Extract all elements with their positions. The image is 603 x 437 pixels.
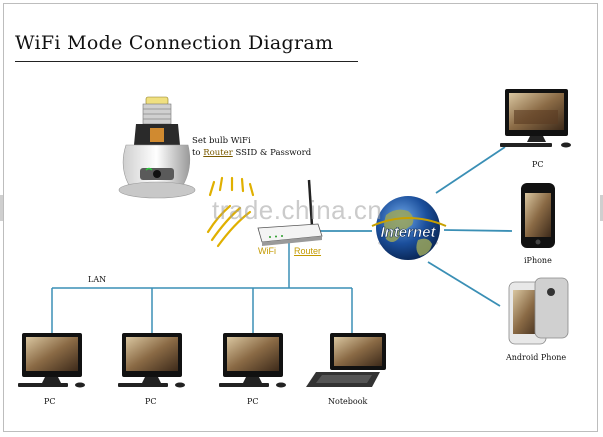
bulb-note-prefix: to xyxy=(192,148,204,158)
internet-pc-link xyxy=(435,146,506,194)
bulb-camera-icon xyxy=(118,96,196,199)
lan-pc-1-label: PC xyxy=(44,397,56,406)
remote-pc-label: PC xyxy=(532,160,544,169)
bulb-note-line2: to Router SSID & Password xyxy=(192,147,311,159)
diagram-title: WiFi Mode Connection Diagram xyxy=(15,32,334,54)
internet-android-link xyxy=(427,261,501,307)
lan-pc-1-icon xyxy=(18,333,85,388)
lan-links xyxy=(51,239,353,333)
watermark-text: trade.china.cn xyxy=(212,195,383,225)
internet-label: Internet xyxy=(380,224,436,241)
remote-pc-icon xyxy=(500,89,571,148)
lan-notebook-icon xyxy=(306,333,386,387)
bulb-note-line1: Set bulb WiFi xyxy=(192,136,251,146)
internet-globe-icon: Internet xyxy=(371,196,447,260)
wifi-waves-icon xyxy=(206,176,255,248)
bulb-note-suffix: SSID & Password xyxy=(232,148,312,158)
lan-notebook-label: Notebook xyxy=(328,397,368,406)
left-edge-mark xyxy=(0,195,3,221)
lan-pc-3-icon xyxy=(219,333,286,388)
title-underline xyxy=(15,61,358,62)
internet-links xyxy=(318,146,513,307)
android-phone-icon xyxy=(508,277,569,345)
lan-pc-2-icon xyxy=(118,333,185,388)
lan-pc-2-label: PC xyxy=(145,397,157,406)
bulb-note-router: Router xyxy=(203,148,233,158)
router-name-label: Router xyxy=(294,246,322,256)
iphone-label: iPhone xyxy=(524,256,552,265)
android-phone-label: Android Phone xyxy=(506,353,567,362)
internet-iphone-link xyxy=(443,229,513,232)
diagram-frame xyxy=(3,3,598,432)
iphone-icon xyxy=(521,183,555,248)
router-icon xyxy=(257,179,323,246)
lan-pc-3-label: PC xyxy=(247,397,259,406)
router-wifi-label: WiFi xyxy=(258,246,276,256)
bulb-setup-note: Set bulb WiFi to Router SSID & Password xyxy=(192,135,311,159)
lan-label: LAN xyxy=(88,275,107,284)
right-edge-mark xyxy=(600,195,603,221)
